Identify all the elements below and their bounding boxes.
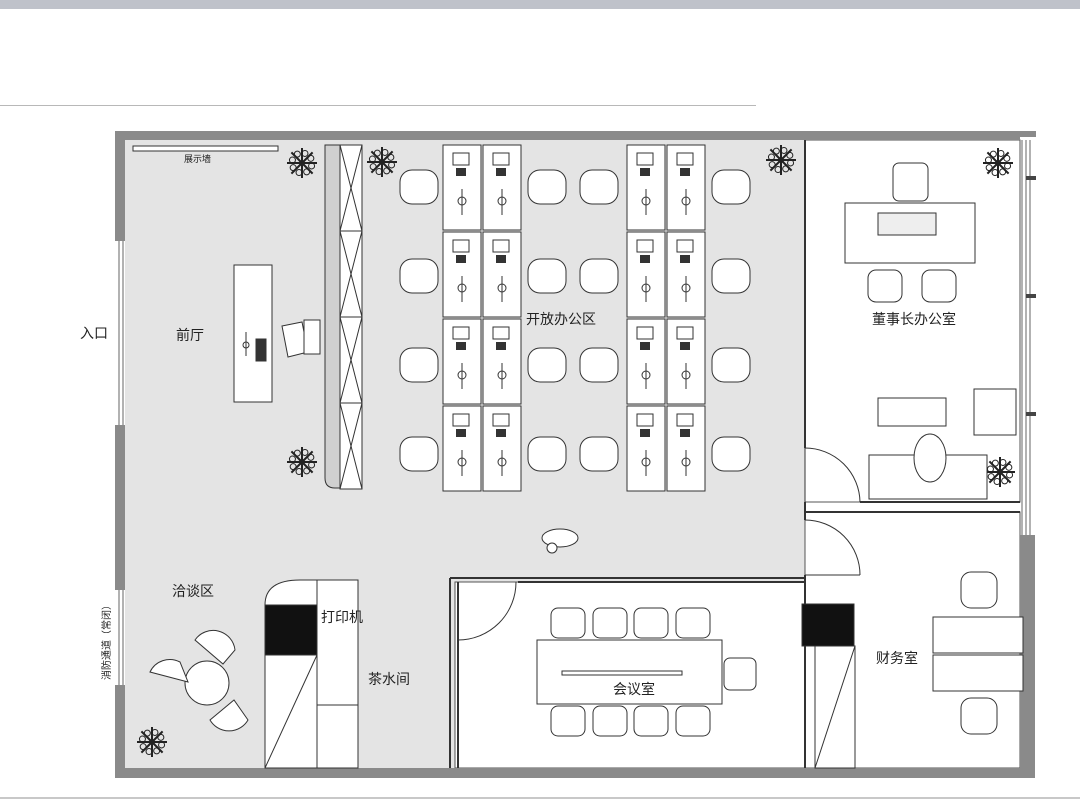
workstations [442, 144, 706, 492]
office-chair [527, 258, 567, 294]
office-chair [399, 347, 439, 383]
workstation [442, 144, 482, 231]
office-chair [579, 169, 619, 205]
workstation [482, 318, 522, 405]
finance-furniture [801, 571, 1024, 769]
office-chair [527, 347, 567, 383]
office-chair [711, 347, 751, 383]
workstation [666, 405, 706, 492]
label-fire-exit: 消防通道（常闭） [100, 600, 113, 680]
office-chair [711, 436, 751, 472]
workstation [442, 318, 482, 405]
inner-walls [449, 140, 1020, 768]
office-chair [527, 169, 567, 205]
header-rule [0, 105, 756, 106]
label-lobby: 前厅 [176, 327, 204, 344]
negotiation-furniture [149, 630, 249, 732]
workstation [626, 405, 666, 492]
workstation [626, 318, 666, 405]
meeting-chair [633, 705, 669, 737]
office-chairs [399, 169, 751, 472]
walking-person-icon [541, 528, 579, 554]
meeting-chair [675, 607, 711, 639]
display-wall [132, 145, 279, 152]
office-chair [399, 169, 439, 205]
office-chair [711, 169, 751, 205]
outer-walls [115, 131, 1036, 778]
plants [137, 145, 1015, 757]
window-strips [118, 140, 1031, 685]
meeting-chair [592, 607, 628, 639]
workstation [442, 405, 482, 492]
workstation [626, 231, 666, 318]
chairman-furniture [844, 162, 1017, 500]
printer-pantry [264, 579, 359, 769]
plant-icon [287, 148, 317, 178]
meeting-furniture [536, 639, 757, 705]
room-labels: 入口 前厅 展示墙 开放办公区 董事长办公室 洽谈区 打印机 茶水间 会议室 财… [80, 153, 956, 698]
office-chair [527, 436, 567, 472]
label-meeting-room: 会议室 [613, 681, 655, 698]
plant-icon [287, 447, 317, 477]
label-negotiation: 洽谈区 [172, 584, 214, 600]
meeting-chair [633, 607, 669, 639]
label-pantry: 茶水间 [368, 672, 410, 688]
label-finance: 财务室 [876, 650, 918, 667]
meeting-chair [550, 705, 586, 737]
top-band [0, 0, 1080, 9]
office-chair [399, 436, 439, 472]
workstation [626, 144, 666, 231]
workstation [482, 405, 522, 492]
label-printer: 打印机 [321, 609, 363, 626]
workstation [666, 318, 706, 405]
office-chair [579, 347, 619, 383]
workstation [482, 231, 522, 318]
meeting-chair [592, 705, 628, 737]
workstation [442, 231, 482, 318]
reception-desk [233, 264, 321, 403]
doors [457, 447, 861, 641]
window-mullions [1026, 176, 1036, 416]
label-display-wall: 展示墙 [184, 153, 211, 165]
workstation [482, 144, 522, 231]
label-entrance: 入口 [80, 326, 108, 342]
footer-rule [0, 797, 1080, 799]
plant-icon [137, 727, 167, 757]
label-chairman-office: 董事长办公室 [872, 311, 956, 328]
office-chair [579, 258, 619, 294]
plant-icon [367, 147, 397, 177]
plant-icon [985, 457, 1015, 487]
meeting-chair [550, 607, 586, 639]
office-chair [711, 258, 751, 294]
meeting-chairs [550, 607, 711, 737]
office-chair [579, 436, 619, 472]
office-chair [399, 258, 439, 294]
workstation [666, 144, 706, 231]
workstation [666, 231, 706, 318]
storage-cabinets [324, 144, 363, 490]
plant-icon [983, 148, 1013, 178]
label-open-office: 开放办公区 [526, 312, 596, 328]
plant-icon [766, 145, 796, 175]
meeting-chair [675, 705, 711, 737]
